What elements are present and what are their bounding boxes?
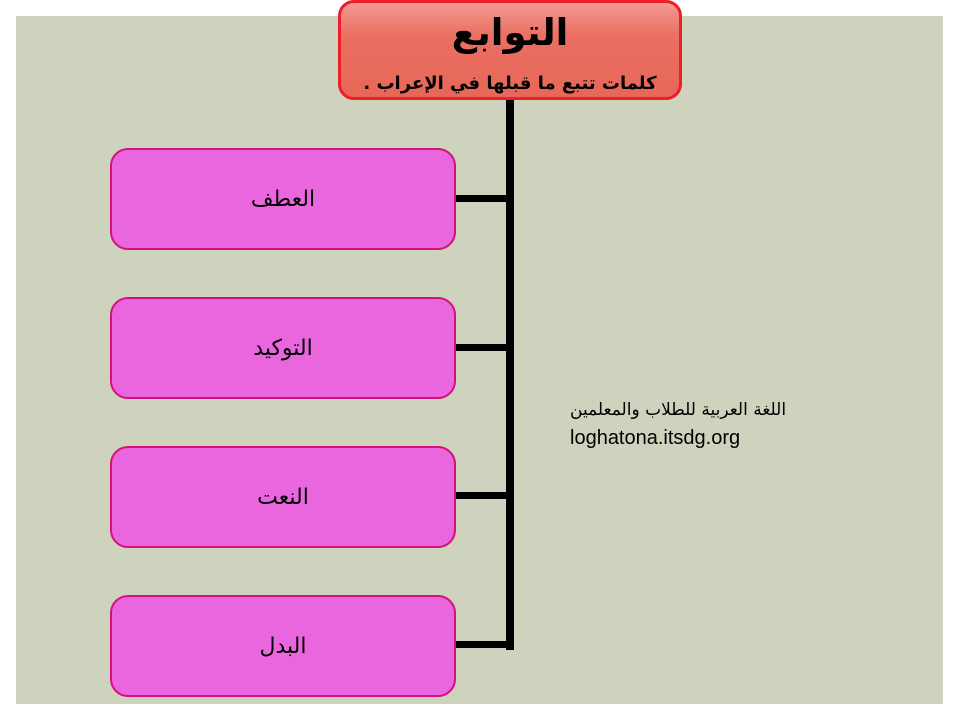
watermark-url: loghatona.itsdg.org: [570, 427, 741, 449]
node-naat: النعت: [110, 446, 456, 548]
root-title: التوابع: [451, 11, 569, 54]
connector-branch-1: [456, 195, 510, 202]
node-tawkid: التوكيد: [110, 297, 456, 399]
watermark: اللغة العربية للطلاب والمعلمين loghatona…: [570, 396, 810, 452]
root-node: التوابع كلمات تتبع ما قبلها في الإعراب .: [338, 0, 682, 100]
node-label: التوكيد: [253, 335, 313, 361]
node-atf: العطف: [110, 148, 456, 250]
node-label: البدل: [259, 633, 307, 659]
watermark-arabic: اللغة العربية للطلاب والمعلمين: [570, 400, 787, 420]
root-subtitle: كلمات تتبع ما قبلها في الإعراب .: [363, 73, 657, 94]
connector-trunk: [506, 96, 514, 650]
connector-branch-3: [456, 492, 510, 499]
connector-branch-2: [456, 344, 510, 351]
node-badal: البدل: [110, 595, 456, 697]
node-label: العطف: [250, 186, 316, 212]
node-label: النعت: [257, 484, 309, 510]
connector-branch-4: [456, 641, 510, 648]
